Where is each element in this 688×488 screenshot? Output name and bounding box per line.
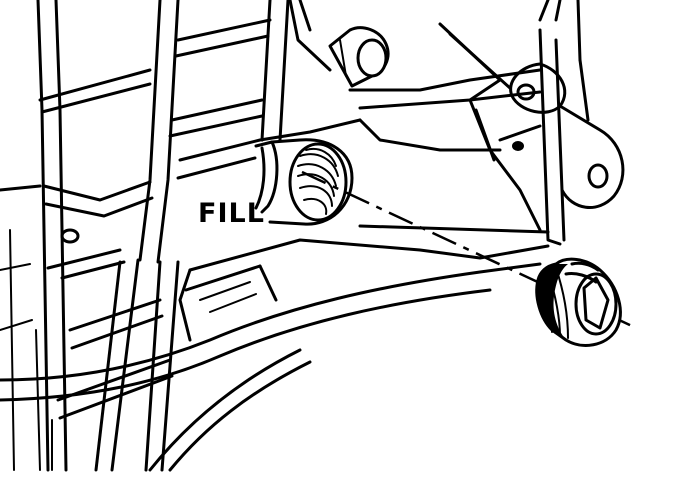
bracket-hole-upper bbox=[516, 83, 536, 101]
case-lower-body bbox=[0, 262, 542, 472]
case-upper-body bbox=[288, 0, 625, 246]
fill-port-boss bbox=[0, 118, 550, 292]
case-rib-grid bbox=[0, 0, 290, 472]
bolt-hole-left bbox=[60, 228, 80, 244]
fill-plug bbox=[535, 257, 622, 347]
upper-stub-end bbox=[356, 38, 388, 78]
small-port bbox=[512, 141, 524, 151]
fill-label: FILL bbox=[198, 198, 265, 229]
bracket-hole-right bbox=[587, 163, 609, 189]
